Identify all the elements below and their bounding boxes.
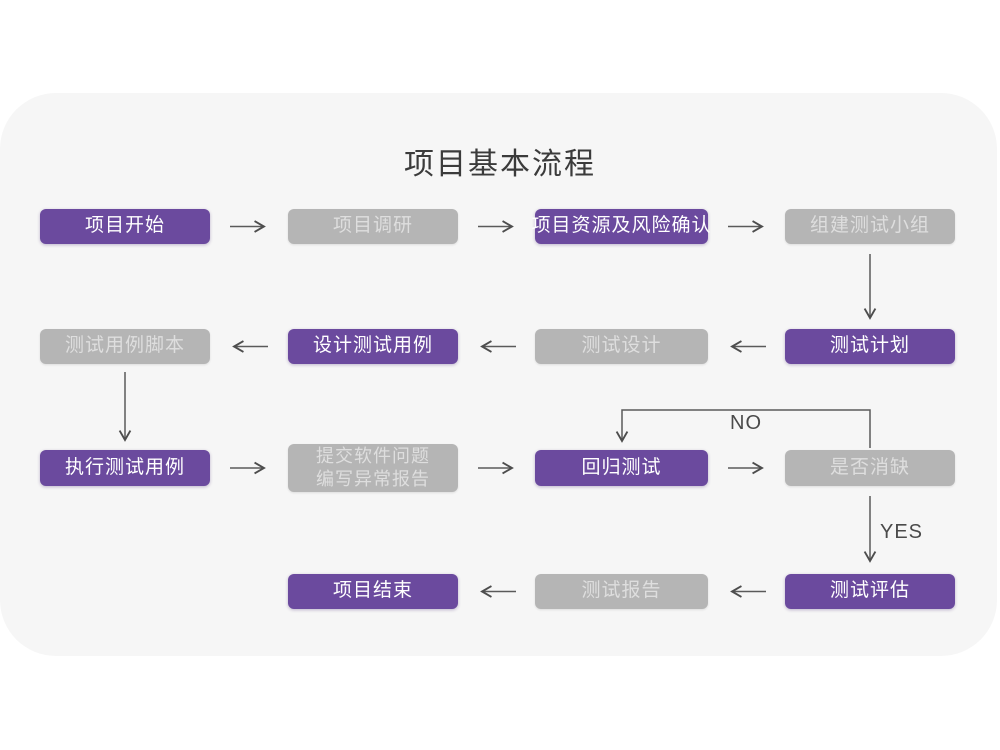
node-test-report: 测试报告 [535,574,708,609]
node-project-start: 项目开始 [40,209,210,244]
node-execute-cases: 执行测试用例 [40,450,210,486]
node-project-research: 项目调研 [288,209,458,244]
branch-label-yes: YES [880,521,924,543]
node-label: 设计测试用例 [312,335,433,357]
node-design-cases: 设计测试用例 [288,329,458,364]
node-label: 测试评估 [829,580,910,602]
node-label: 项目资源及风险确认 [531,215,712,237]
node-label: 测试设计 [581,335,662,357]
node-submit-issues: 提交软件问题 编写异常报告 [288,444,458,492]
page-title: 项目基本流程 [404,148,596,181]
node-label: 项目调研 [332,215,413,237]
node-label-line1: 提交软件问题 [316,445,430,466]
node-label: 测试报告 [581,580,662,602]
node-project-end: 项目结束 [288,574,458,609]
node-evaluation: 测试评估 [785,574,955,609]
node-regression-test: 回归测试 [535,450,708,486]
node-defect-cleared: 是否消缺 [785,450,955,486]
node-label: 回归测试 [581,456,662,478]
node-resource-risk: 项目资源及风险确认 [532,209,711,244]
node-label: 测试用例脚本 [64,335,185,357]
node-label: 项目开始 [84,215,165,237]
node-label-line2: 编写异常报告 [316,469,430,489]
node-label: 组建测试小组 [809,215,930,237]
flow-card [0,93,997,656]
branch-label-no: NO [730,412,762,434]
node-label: 项目结束 [332,580,413,602]
node-label: 测试计划 [829,335,910,357]
node-label: 是否消缺 [829,456,910,478]
node-build-team: 组建测试小组 [785,209,955,244]
node-test-design: 测试设计 [535,329,708,364]
node-case-scripts: 测试用例脚本 [40,329,210,364]
node-test-plan: 测试计划 [785,329,955,364]
node-label: 执行测试用例 [64,456,185,478]
